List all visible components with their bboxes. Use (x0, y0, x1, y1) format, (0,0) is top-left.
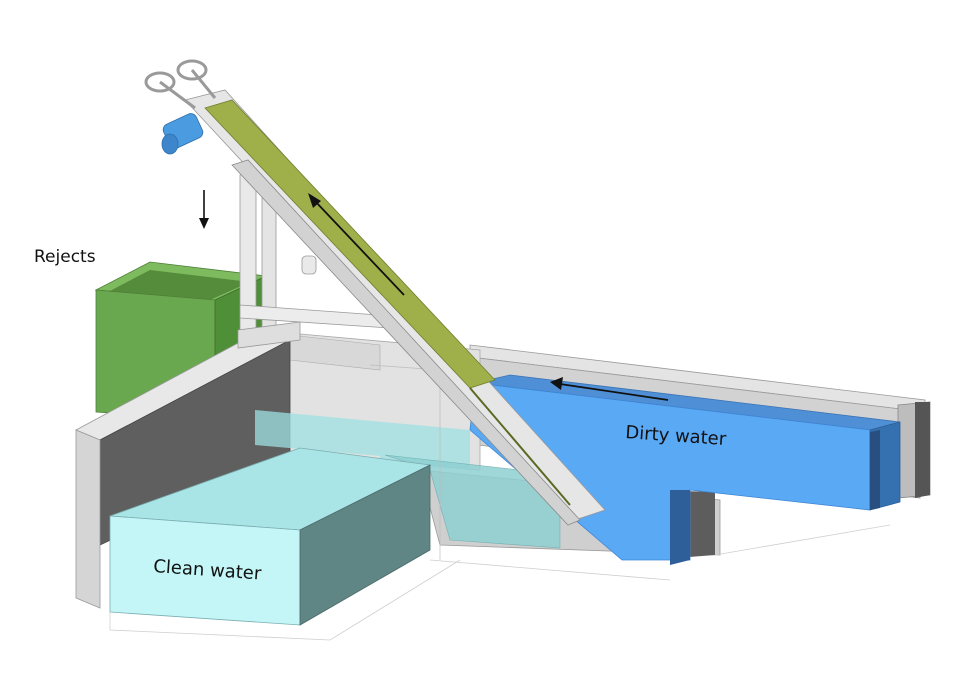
arrow-left-icon (550, 377, 669, 401)
motor-icon (161, 113, 204, 155)
dirty-water-channel (469, 374, 901, 565)
arrow-down-icon (199, 190, 209, 229)
support-frame (237, 171, 421, 349)
arrow-up-left-icon (308, 193, 405, 296)
rejects-label: Rejects (34, 247, 96, 267)
inclined-screen (184, 89, 606, 526)
handwheel-icon (144, 59, 217, 110)
drive-motor (144, 59, 217, 155)
clean-water-tank (109, 364, 891, 641)
